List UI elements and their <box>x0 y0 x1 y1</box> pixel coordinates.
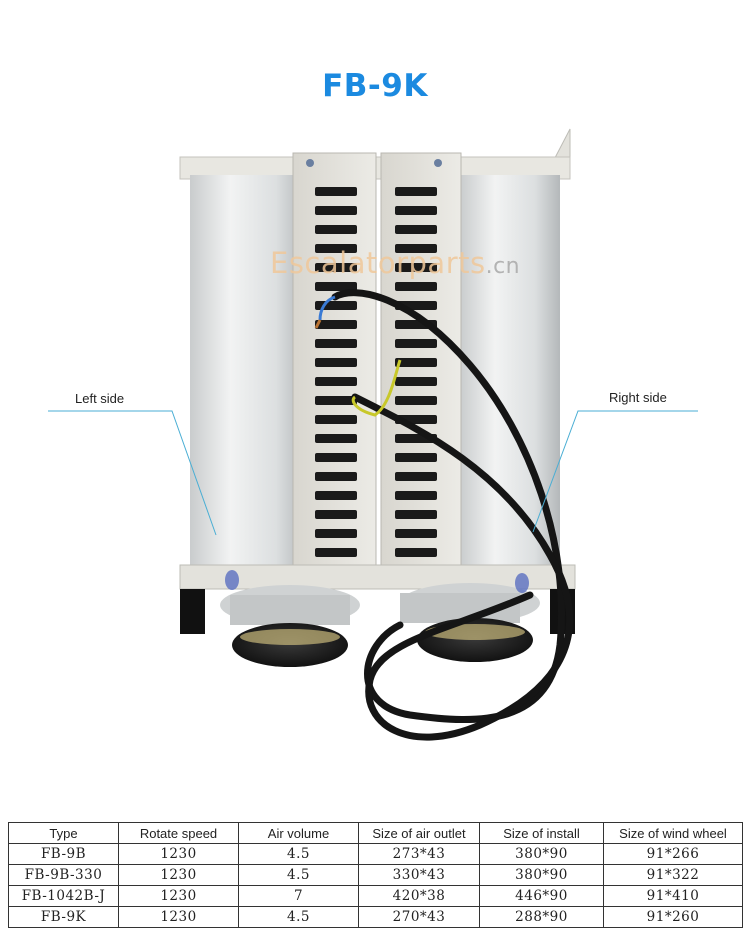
table-row: FB-9K 1230 4.5 270*43 288*90 91*260 <box>8 906 743 928</box>
table-cell: 380*90 <box>479 864 604 886</box>
column-header: Size of air outlet <box>358 822 480 844</box>
table-cell: 91*266 <box>603 843 743 865</box>
table-cell: 4.5 <box>238 864 359 886</box>
table-cell: FB-9K <box>8 906 119 928</box>
page-title: FB-9K <box>322 68 428 104</box>
table-cell: 270*43 <box>358 906 480 928</box>
watermark-text: Escalatorparts.cn <box>270 246 521 280</box>
table-cell: 288*90 <box>479 906 604 928</box>
table-cell: 91*322 <box>603 864 743 886</box>
table-cell: 7 <box>238 885 359 907</box>
table-row: FB-9B 1230 4.5 273*43 380*90 91*266 <box>8 843 743 865</box>
table-cell: FB-1042B-J <box>8 885 119 907</box>
table-cell: 446*90 <box>479 885 604 907</box>
table-cell: 420*38 <box>358 885 480 907</box>
table-cell: FB-9B-330 <box>8 864 119 886</box>
table-header-row: Type Rotate speed Air volume Size of air… <box>8 822 743 844</box>
table-row: FB-1042B-J 1230 7 420*38 446*90 91*410 <box>8 885 743 907</box>
left-side-label: Left side <box>75 391 125 406</box>
table-cell: 1230 <box>118 885 239 907</box>
table-cell: 4.5 <box>238 906 359 928</box>
table-cell: 1230 <box>118 843 239 865</box>
spec-table: Type Rotate speed Air volume Size of air… <box>8 822 743 928</box>
table-row: FB-9B-330 1230 4.5 330*43 380*90 91*322 <box>8 864 743 886</box>
table-cell: 91*260 <box>603 906 743 928</box>
column-header: Size of install <box>479 822 604 844</box>
table-cell: 4.5 <box>238 843 359 865</box>
product-photo-fan-unit <box>179 128 576 741</box>
table-cell: 1230 <box>118 906 239 928</box>
table-cell: FB-9B <box>8 843 119 865</box>
column-header: Rotate speed <box>118 822 239 844</box>
table-cell: 330*43 <box>358 864 480 886</box>
column-header: Type <box>8 822 119 844</box>
table-cell: 273*43 <box>358 843 480 865</box>
table-cell: 1230 <box>118 864 239 886</box>
column-header: Air volume <box>238 822 359 844</box>
column-header: Size of wind wheel <box>603 822 743 844</box>
table-cell: 380*90 <box>479 843 604 865</box>
right-side-label: Right side <box>609 390 667 405</box>
table-cell: 91*410 <box>603 885 743 907</box>
